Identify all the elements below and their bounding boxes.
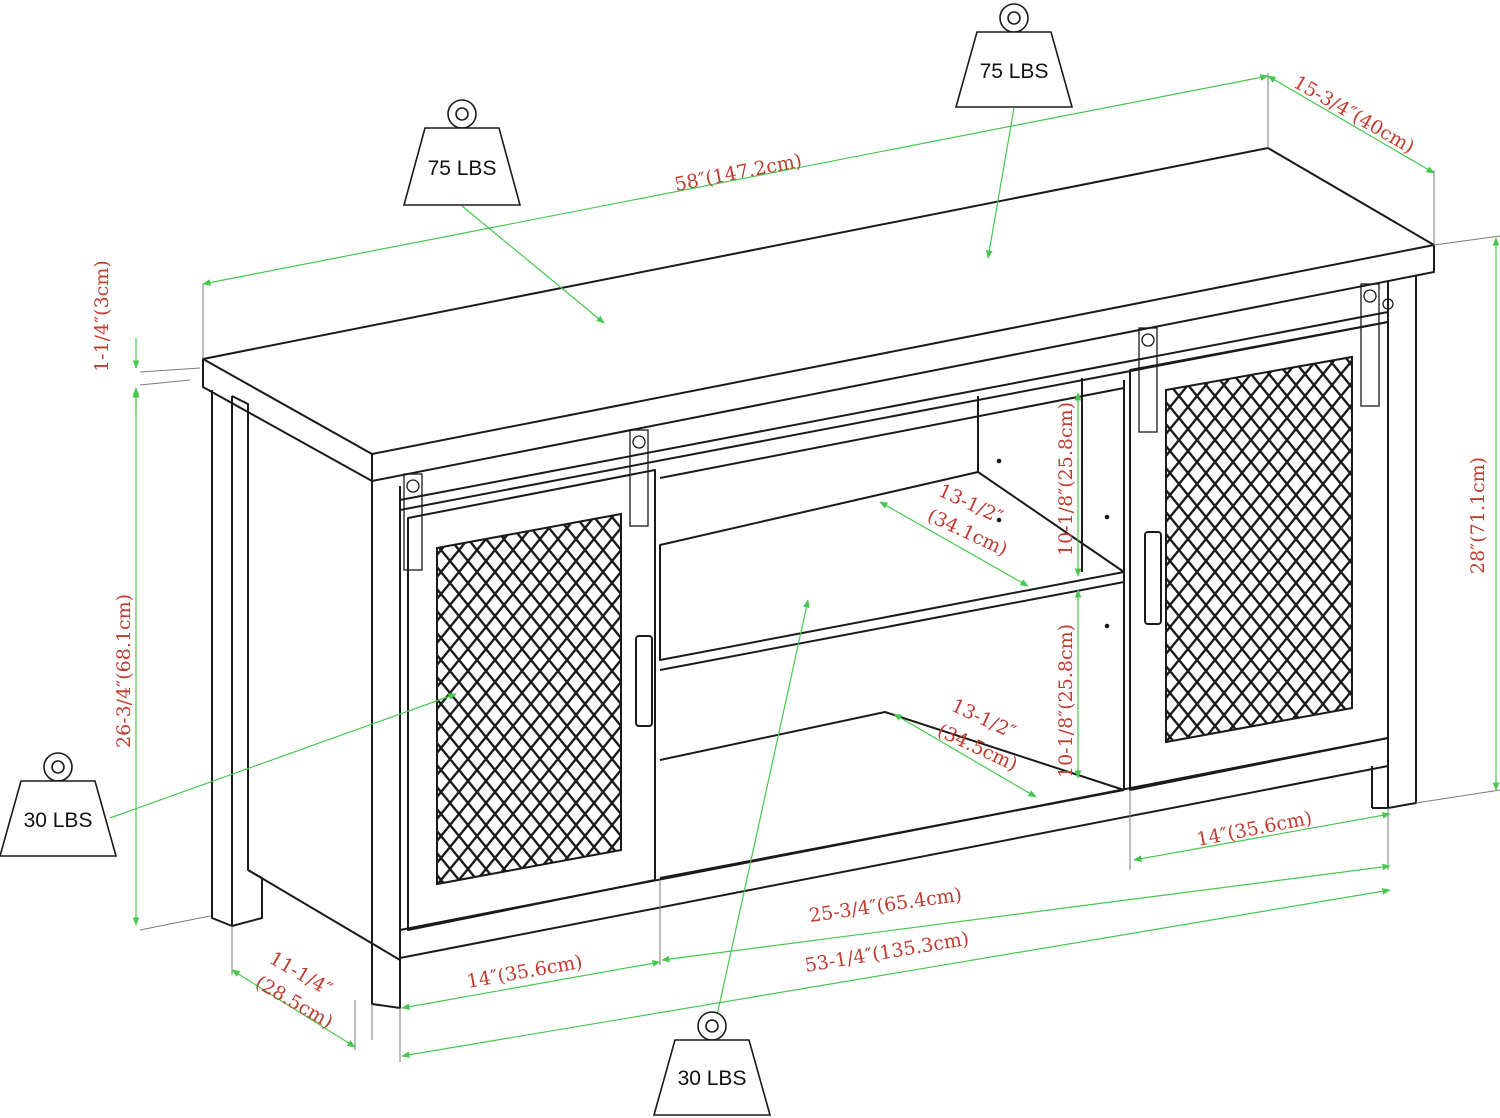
right-door-width-label: 14″(35.6cm)	[1195, 807, 1314, 851]
front-right-leg	[1387, 276, 1417, 809]
weight-top-right: 75 LBS	[954, 3, 1074, 108]
upper-opening-height-label: 10-1/8″(25.8cm)	[1055, 402, 1077, 556]
lower-shelf	[659, 711, 1125, 791]
right-door-hangers	[1138, 283, 1394, 433]
weight-shelf: 30 LBS	[0, 752, 118, 857]
base-width-line	[401, 887, 1391, 1059]
weight-icon	[0, 752, 118, 857]
depth-top-line	[1267, 75, 1435, 174]
back-wall-edge	[977, 378, 1083, 572]
overall-height-label: 28″(71.1cm)	[1467, 457, 1489, 574]
left-door-hangers	[403, 429, 649, 571]
weight-icon	[954, 3, 1074, 108]
base-width-label: 53-1/4″(135.3cm)	[803, 928, 971, 977]
center-opening-width-label: 25-3/4″(65.4cm)	[808, 884, 964, 927]
weight-pointer-top-left	[461, 205, 605, 324]
weight-pointer-bottom	[715, 599, 810, 1021]
weight-bottom: 30 LBS	[652, 1011, 772, 1116]
overall-width-label: 58″(147.2cm)	[673, 150, 804, 196]
dimension-lines	[109, 73, 1500, 1062]
weight-top-left: 75 LBS	[402, 99, 522, 206]
side-depth-line	[231, 969, 356, 1048]
overall-width-line	[202, 74, 1269, 286]
weight-pointer-top-right	[985, 107, 1015, 259]
left-door-mesh	[436, 512, 622, 886]
lower-shelf-depth-line	[893, 713, 1037, 798]
front-left-leg	[371, 481, 401, 1009]
right-door-width-line	[1133, 812, 1391, 862]
right-door	[1129, 321, 1389, 791]
left-door	[407, 469, 656, 931]
right-door-handle	[1144, 531, 1162, 625]
center-opening	[659, 380, 1125, 879]
top-thickness-label: 1-1/4″(3cm)	[91, 260, 113, 372]
weight-pointer-shelf	[109, 693, 457, 819]
depth-top-label: 15-3/4″(40cm)	[1290, 71, 1419, 158]
center-opening-width-line	[661, 863, 1391, 963]
weight-label: 75 LBS	[980, 60, 1049, 83]
tv-stand-drawing	[202, 147, 1435, 1009]
upper-shelf-depth-line	[879, 501, 1029, 587]
left-door-handle	[635, 635, 653, 727]
inner-height-label: 26-3/4″(68.1cm)	[113, 594, 135, 748]
weight-label: 30 LBS	[678, 1067, 747, 1090]
weight-label: 75 LBS	[428, 157, 497, 180]
weight-icon	[402, 99, 522, 206]
lower-opening-height-label: 10-1/8″(25.8cm)	[1055, 624, 1077, 778]
weight-icon	[652, 1011, 772, 1116]
left-side-panel	[211, 390, 233, 927]
weight-label: 30 LBS	[24, 809, 93, 832]
right-door-mesh	[1165, 355, 1353, 744]
